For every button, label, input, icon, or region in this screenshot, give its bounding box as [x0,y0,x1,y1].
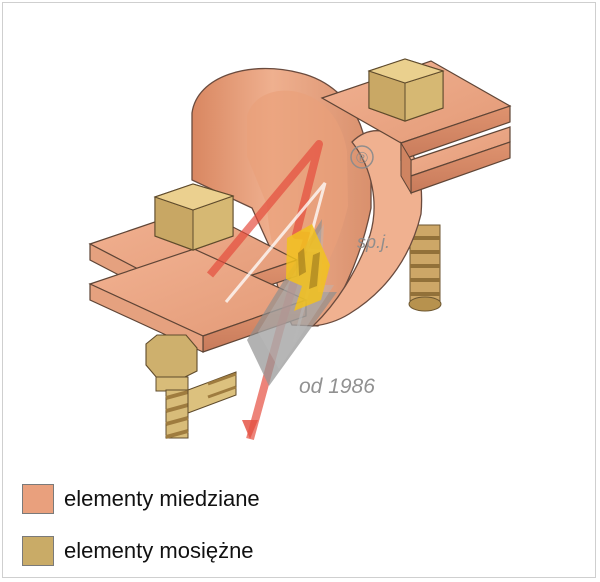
right-bolt-stem [408,224,442,312]
established-year: od 1986 [299,375,375,398]
left-bolt-stem [145,334,237,439]
materials-legend: elementy miedziane elementy mosiężne [22,482,582,582]
registered-mark: ® [356,150,368,167]
brass-swatch [22,536,54,566]
right-copper-plates [320,60,512,195]
legend-item-copper: elementy miedziane [22,482,582,516]
company-logo-watermark: ® sp.j. od 1986 [206,140,390,441]
legend-label-brass: elementy mosiężne [64,538,254,563]
left-bolt-head [153,183,235,251]
legend-item-brass: elementy mosiężne [22,534,582,568]
pipe-clamp-diagram: ® sp.j. od 1986 [88,58,512,441]
legend-label-copper: elementy miedziane [64,486,260,511]
right-bolt-head [367,58,445,122]
copper-swatch [22,484,54,514]
registered-mark-icon [350,145,374,169]
company-suffix: sp.j. [357,232,390,252]
